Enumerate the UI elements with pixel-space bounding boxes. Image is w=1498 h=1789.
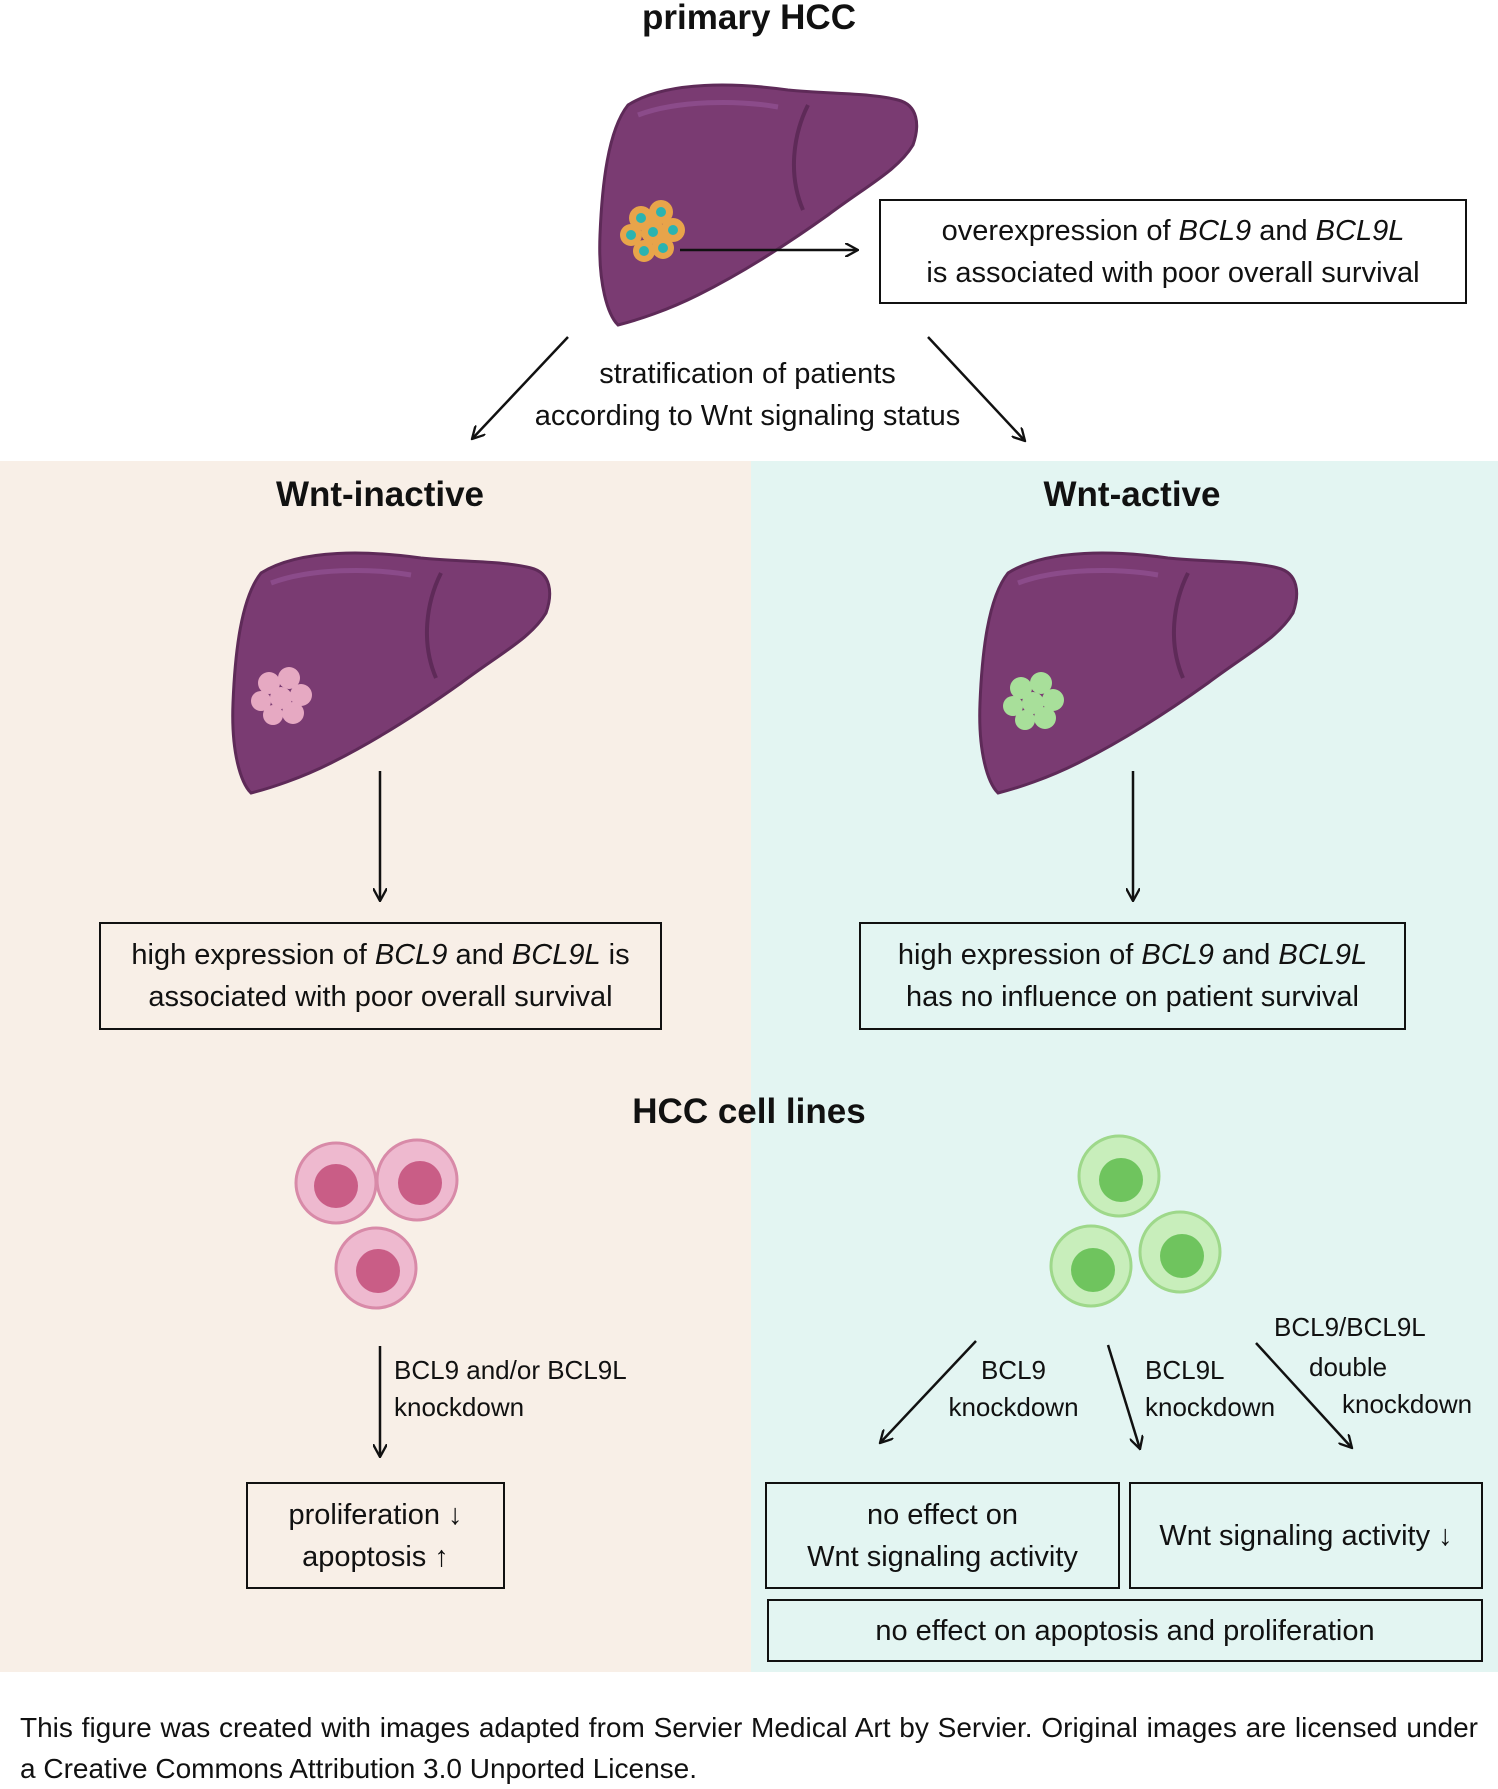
left-knockdown-line2: knockdown: [394, 1392, 525, 1422]
primary-tumor-cluster: [620, 200, 685, 262]
primary-liver-illustration: [600, 85, 917, 325]
right-box-text: and: [1213, 939, 1279, 971]
double-knockdown-label-3: knockdown: [1342, 1386, 1472, 1423]
hcc-cell-lines-title: HCC cell lines: [632, 1092, 866, 1131]
apoptosis-result: apoptosis ↑: [302, 1540, 449, 1573]
wnt-inactive-result-box: proliferation ↓ apoptosis ↑: [246, 1482, 505, 1589]
no-effect-apoptosis-box: no effect on apoptosis and proliferation: [767, 1599, 1483, 1662]
wnt-inactive-title: Wnt-inactive: [275, 475, 485, 514]
wnt-active-liver-illustration: [980, 553, 1297, 793]
bcl9-knockdown-line1: BCL9: [980, 1355, 1047, 1385]
stratification-label: stratification of patients according to …: [500, 353, 995, 437]
left-box-text: high expression of: [131, 939, 375, 971]
bcl9l-knockdown-label: BCL9L knockdown: [1145, 1352, 1275, 1426]
bcl9-knockdown-line2: knockdown: [948, 1392, 1079, 1422]
arrow-bcl9-knockdown: [880, 1340, 977, 1443]
arrow-to-wnt-inactive: [472, 336, 569, 439]
wnt-active-outcome-box: high expression of BCL9 and BCL9L has no…: [859, 922, 1406, 1030]
arrow-bcl9l-knockdown: [1106, 1344, 1140, 1449]
arrow-double-knockdown: [1255, 1342, 1352, 1448]
wnt-active-tumor-cluster: [1003, 672, 1064, 730]
right-box-line1: high expression of BCL9 and BCL9L: [898, 934, 1367, 976]
wnt-inactive-tumor-cluster: [251, 667, 312, 725]
arrow-to-wnt-active: [927, 336, 1025, 441]
right-box-text: high expression of: [897, 939, 1142, 971]
wnt-inactive-liver-illustration: [233, 553, 550, 793]
gene-bcl9: BCL9: [1178, 214, 1252, 247]
top-box-text: and: [1251, 214, 1316, 247]
left-knockdown-label: BCL9 and/or BCL9L knockdown: [394, 1352, 627, 1426]
attribution-footer: This figure was created with images adap…: [20, 1712, 1478, 1784]
left-knockdown-line1: BCL9 and/or BCL9L: [394, 1355, 627, 1385]
top-box-line1: overexpression of BCL9 and BCL9L: [942, 210, 1405, 252]
no-effect-wnt-box: no effect on Wnt signaling activity: [765, 1482, 1120, 1589]
double-knockdown-line3: knockdown: [1342, 1389, 1473, 1419]
no-effect-line2: Wnt signaling activity: [807, 1540, 1078, 1573]
left-box-line2: associated with poor overall survival: [148, 981, 613, 1013]
wnt-inactive-cells-illustration: [294, 1138, 459, 1310]
double-knockdown-label-2: double: [1309, 1349, 1387, 1386]
no-effect-line1: no effect on: [866, 1498, 1019, 1531]
wnt-activity-down-box: Wnt signaling activity ↓: [1129, 1482, 1483, 1589]
gene-bcl9: BCL9: [1141, 939, 1214, 971]
wnt-active-title: Wnt-active: [1043, 475, 1221, 514]
primary-hcc-title: primary HCC: [642, 0, 856, 37]
left-box-text: and: [447, 939, 512, 971]
no-effect-apoptosis-text: no effect on apoptosis and proliferation: [875, 1614, 1375, 1647]
bcl9l-knockdown-line1: BCL9L: [1145, 1355, 1225, 1385]
wnt-inactive-outcome-box: high expression of BCL9 and BCL9L is ass…: [99, 922, 662, 1030]
gene-bcl9l: BCL9L: [511, 939, 601, 971]
stratification-line2: according to Wnt signaling status: [534, 400, 961, 432]
bcl9-knockdown-label: BCL9 knockdown: [941, 1352, 1086, 1426]
wnt-active-cells-illustration: [1049, 1134, 1222, 1308]
double-knockdown-label: BCL9/BCL9L: [1274, 1309, 1426, 1346]
left-box-text: is: [600, 939, 630, 971]
gene-bcl9l: BCL9L: [1278, 939, 1368, 971]
right-box-line2: has no influence on patient survival: [905, 981, 1359, 1013]
double-knockdown-line1: BCL9/BCL9L: [1274, 1312, 1426, 1342]
top-outcome-box: overexpression of BCL9 and BCL9L is asso…: [879, 199, 1467, 304]
top-box-text: overexpression of: [941, 214, 1179, 247]
stratification-line1: stratification of patients: [599, 358, 896, 390]
left-box-line1: high expression of BCL9 and BCL9L is: [131, 934, 629, 976]
double-knockdown-line2: double: [1309, 1352, 1388, 1382]
bcl9l-knockdown-line2: knockdown: [1145, 1392, 1276, 1422]
top-box-line2: is associated with poor overall survival: [926, 256, 1420, 289]
proliferation-result: proliferation ↓: [288, 1498, 463, 1531]
gene-bcl9: BCL9: [374, 939, 448, 971]
gene-bcl9l: BCL9L: [1315, 214, 1405, 247]
wnt-activity-down-text: Wnt signaling activity ↓: [1159, 1519, 1453, 1552]
